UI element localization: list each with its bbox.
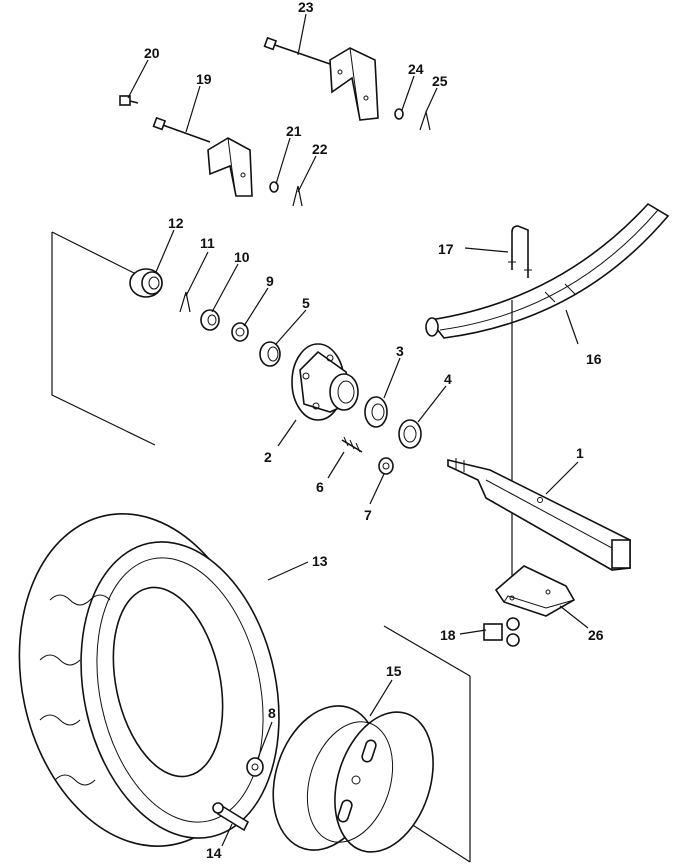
callout-10: 10 xyxy=(234,249,250,265)
bearing-3 xyxy=(364,396,388,428)
group-bracket-right-bottom xyxy=(407,821,471,863)
axle-1 xyxy=(447,458,631,571)
nut-8 xyxy=(246,757,264,777)
stud-6 xyxy=(341,436,363,453)
callout-25: 25 xyxy=(432,73,448,89)
bearing-5 xyxy=(259,341,281,367)
bolt-19 xyxy=(152,116,211,143)
callout-22: 22 xyxy=(312,141,328,157)
callout-5: 5 xyxy=(302,295,310,311)
tire-13 xyxy=(18,513,280,847)
group-bracket-left xyxy=(51,232,156,446)
cotter-pin-11 xyxy=(179,291,191,313)
callout-1: 1 xyxy=(576,445,584,461)
callout-15: 15 xyxy=(386,663,402,679)
group-bracket-left-top xyxy=(51,231,141,277)
callout-2: 2 xyxy=(264,449,272,465)
callout-4: 4 xyxy=(444,371,452,387)
washer-21 xyxy=(269,181,279,193)
group-bracket-right-top xyxy=(383,625,471,677)
spring-plate-26 xyxy=(494,565,576,617)
hub-cap-12 xyxy=(129,268,163,298)
cotter-pin-22 xyxy=(292,185,303,207)
callout-8: 8 xyxy=(268,705,276,721)
leaf-spring-16 xyxy=(425,202,670,339)
callout-26: 26 xyxy=(588,627,604,643)
callout-9: 9 xyxy=(266,273,274,289)
callout-23: 23 xyxy=(298,0,314,15)
callout-17: 17 xyxy=(438,241,454,257)
callout-14: 14 xyxy=(206,845,222,861)
bolt-23 xyxy=(263,36,331,65)
seal-4 xyxy=(398,419,422,449)
cotter-pin-25 xyxy=(419,109,431,131)
bolt-14 xyxy=(212,802,250,832)
callout-13: 13 xyxy=(312,553,328,569)
callout-16: 16 xyxy=(586,351,602,367)
wheel-rim-15 xyxy=(272,705,434,853)
hub-2 xyxy=(291,343,359,421)
callout-21: 21 xyxy=(286,123,302,139)
callout-3: 3 xyxy=(396,343,404,359)
bracket-upper xyxy=(329,47,379,121)
u-bolt-17 xyxy=(508,225,532,278)
callout-20: 20 xyxy=(144,45,160,61)
nut-18 xyxy=(483,617,520,647)
callout-7: 7 xyxy=(364,507,372,523)
leader-lines xyxy=(127,13,589,847)
nut-7 xyxy=(378,457,394,475)
callout-19: 19 xyxy=(196,71,212,87)
nut-10 xyxy=(200,309,220,331)
callout-18: 18 xyxy=(440,627,456,643)
callout-11: 11 xyxy=(200,235,215,251)
bolt-20 xyxy=(119,95,139,106)
callout-6: 6 xyxy=(316,479,324,495)
washer-24 xyxy=(394,108,404,120)
callout-24: 24 xyxy=(408,61,424,77)
bracket-lower xyxy=(207,137,253,197)
callout-12: 12 xyxy=(168,215,184,231)
washer-9 xyxy=(231,322,249,342)
